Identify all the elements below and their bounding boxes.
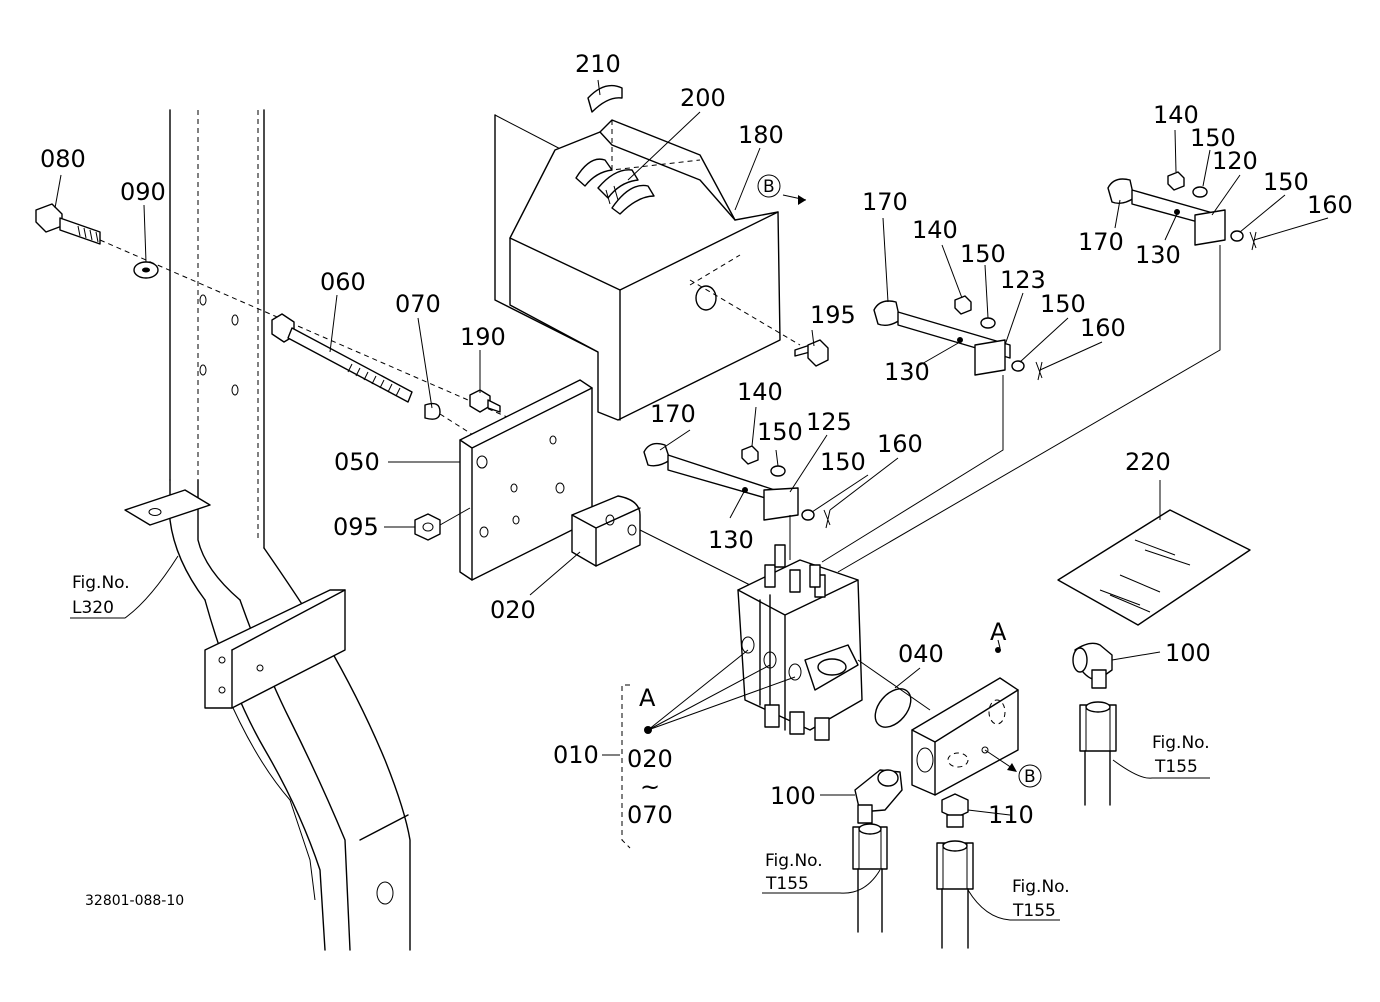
callout-040: 040 [898,640,944,668]
bolt-190 [469,389,501,413]
callout-130: 130 [884,358,930,386]
callout-150: 150 [757,418,803,446]
callout-170: 170 [650,400,696,428]
callout-125: 125 [806,408,852,436]
manual-220 [1057,509,1251,626]
callout-220: 220 [1125,448,1171,476]
pin-160 [1035,361,1043,381]
hose-t155-center [936,840,974,949]
washer-150 [770,465,786,477]
reference-markers: A A B B [639,174,1042,788]
figref-l320-num: L320 [72,598,114,618]
washer-150 [980,317,996,329]
washer-150 [1192,186,1208,198]
figref-l320-label: Fig.No. [72,573,130,593]
washer-150 [801,509,815,521]
callout-150: 150 [1263,168,1309,196]
washer-070 [424,402,441,420]
oring-040 [874,688,912,728]
callout-160: 160 [1307,191,1353,219]
callout-060: 060 [320,268,366,296]
manifold-block [911,647,1019,796]
figref-t155-num: T155 [765,874,809,894]
marker-a: A [639,684,656,712]
leader-lines [54,79,1329,921]
range-tilde: ~ [640,773,660,801]
figref-t155-num: T155 [1154,757,1198,777]
lever-130-middle [873,300,1011,376]
callout-010: 010 [553,741,599,769]
callout-090: 090 [120,178,166,206]
figure-references: Fig.No. L320 Fig.No. T155 Fig.No. T155 F… [72,573,1210,921]
figref-t155-label: Fig.No. [1152,733,1210,753]
marker-a: A [990,618,1007,646]
hose-t155-right [1079,701,1117,806]
callout-130: 130 [708,526,754,554]
callout-160: 160 [1080,314,1126,342]
washer-150 [1230,230,1244,242]
callout-160: 160 [877,430,923,458]
callout-150: 150 [1040,290,1086,318]
marker-b: B [763,177,775,197]
figref-t155-label: Fig.No. [1012,877,1070,897]
bolt-060 [271,313,413,403]
gasket-200 [575,158,655,215]
nut-095 [414,513,441,541]
bolt-140-lower [741,445,759,465]
pin-160 [823,509,831,529]
callout-095: 095 [333,513,379,541]
callout-130: 130 [1135,241,1181,269]
callout-150: 150 [960,240,1006,268]
callout-190: 190 [460,323,506,351]
bolt-195 [794,339,829,367]
marker-b: B [1024,767,1036,787]
pin-160 [1249,231,1257,251]
callout-070: 070 [395,290,441,318]
callout-170: 170 [862,188,908,216]
bolt-140-middle [954,295,972,315]
plate-050 [459,379,593,581]
callout-070-range-end: 070 [627,801,673,829]
callout-labels: 080 090 060 070 190 050 095 020 210 200 … [40,50,1353,829]
bolt-140-upper [1167,171,1185,191]
callout-080: 080 [40,145,86,173]
callout-110: 110 [988,801,1034,829]
callout-170: 170 [1078,228,1124,256]
block-020 [571,495,641,567]
gasket-210 [587,84,623,113]
callout-150: 150 [1190,124,1236,152]
drawing-code: 32801-088-10 [85,893,184,909]
callout-180: 180 [738,121,784,149]
callout-150: 150 [820,448,866,476]
cover-180 [494,114,801,421]
callout-120: 120 [1212,147,1258,175]
bolt-080 [35,203,101,245]
callout-140: 140 [912,216,958,244]
frame-l320 [124,109,411,951]
callout-210: 210 [575,50,621,78]
callout-200: 200 [680,84,726,112]
control-valve-010 [737,544,863,741]
elbow-100-right [1072,642,1113,689]
callout-020-range-start: 020 [627,745,673,773]
callout-123: 123 [1000,266,1046,294]
callout-140: 140 [1153,101,1199,129]
lever-130-lower [643,442,799,521]
elbow-100-left [854,769,903,824]
callout-140: 140 [737,378,783,406]
callout-020: 020 [490,596,536,624]
hose-t155-left [852,823,888,933]
callout-100: 100 [1165,639,1211,667]
callout-100: 100 [770,782,816,810]
group-010-bracket [602,649,796,849]
callout-050: 050 [334,448,380,476]
washer-150 [1011,360,1025,372]
lever-130-upper [1107,178,1226,246]
fitting-110 [941,793,969,828]
callout-195: 195 [810,301,856,329]
figref-t155-num: T155 [1012,901,1056,921]
figref-t155-label: Fig.No. [765,851,823,871]
